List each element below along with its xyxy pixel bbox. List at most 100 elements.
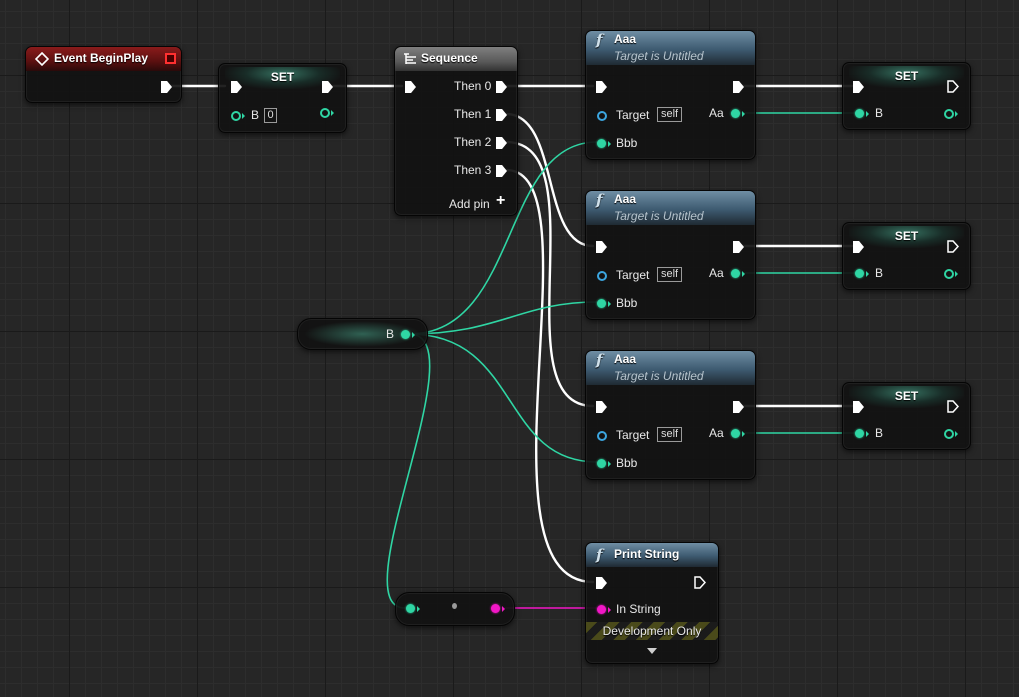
- conversion-dot-icon: [452, 603, 457, 609]
- exec-in-pin[interactable]: [596, 401, 607, 413]
- pin-arrow-icon: [866, 271, 869, 277]
- bbb-input-pin[interactable]: [597, 139, 606, 148]
- function-subtitle: Target is Untitled: [614, 49, 704, 63]
- event-beginplay-node[interactable]: Event BeginPlay: [25, 46, 182, 103]
- bbb-input-label: Bbb: [616, 296, 638, 310]
- function-subtitle: Target is Untitled: [614, 209, 704, 223]
- set-b-node[interactable]: SET B: [842, 222, 971, 290]
- then-2-label: Then 2: [454, 135, 492, 149]
- b-pin-label: B: [251, 108, 260, 122]
- bbb-input-pin[interactable]: [597, 299, 606, 308]
- pin-arrow-icon: [608, 607, 611, 613]
- then-2-pin[interactable]: [496, 137, 507, 149]
- then-3-pin[interactable]: [496, 165, 507, 177]
- target-label: Target: [616, 428, 650, 442]
- b-output-pin[interactable]: [944, 109, 954, 119]
- b-input-pin[interactable]: [855, 269, 864, 278]
- pin-arrow-icon: [608, 301, 611, 307]
- exec-wire: [504, 140, 595, 408]
- function-header: f Aaa Target is Untitled: [586, 351, 755, 385]
- get-b-variable-node[interactable]: B: [297, 318, 428, 350]
- exec-in-pin[interactable]: [596, 81, 607, 93]
- exec-in-pin[interactable]: [596, 577, 607, 589]
- in-string-pin[interactable]: [597, 605, 606, 614]
- set-b-node[interactable]: SET B 0: [218, 63, 347, 133]
- then-0-pin[interactable]: [496, 81, 507, 93]
- data-wire: [408, 301, 598, 335]
- print-string-node[interactable]: f Print String In String Development Onl…: [585, 542, 719, 664]
- b-output-pin[interactable]: [944, 429, 954, 439]
- exec-in-pin[interactable]: [853, 241, 864, 253]
- pin-arrow-icon: [417, 606, 420, 612]
- chevron-down-icon[interactable]: [646, 647, 658, 655]
- target-self-field[interactable]: self: [657, 427, 683, 442]
- target-self-field[interactable]: self: [657, 107, 683, 122]
- exec-wire: [504, 168, 595, 584]
- conversion-input-pin[interactable]: [406, 604, 415, 613]
- aa-output-pin[interactable]: [731, 269, 740, 278]
- b-output-pin[interactable]: [401, 330, 410, 339]
- exec-out-pin[interactable]: [733, 401, 744, 413]
- in-string-label: In String: [616, 602, 661, 616]
- b-value-field[interactable]: 0: [264, 108, 277, 123]
- exec-out-pin[interactable]: [947, 400, 959, 413]
- b-input-pin[interactable]: [231, 111, 241, 121]
- then-1-pin[interactable]: [496, 109, 507, 121]
- aaa-function-node[interactable]: f Aaa Target is Untitled Target self Aa …: [585, 350, 756, 480]
- exec-wire: [504, 112, 595, 248]
- exec-in-pin[interactable]: [231, 81, 242, 93]
- conversion-output-pin[interactable]: [491, 604, 500, 613]
- aa-output-pin[interactable]: [731, 429, 740, 438]
- sequence-header: Sequence: [395, 47, 517, 71]
- set-title: SET: [849, 66, 964, 88]
- add-pin-label[interactable]: Add pin: [449, 197, 490, 211]
- b-pin-label: B: [875, 266, 884, 280]
- set-b-node[interactable]: SET B: [842, 62, 971, 130]
- set-title: SET: [849, 226, 964, 248]
- pin-arrow-icon: [742, 111, 745, 117]
- int-to-string-conversion-node[interactable]: [395, 592, 515, 626]
- exec-out-pin[interactable]: [694, 576, 706, 589]
- pin-arrow-icon: [608, 141, 611, 147]
- exec-in-pin[interactable]: [405, 81, 416, 93]
- exec-out-pin[interactable]: [322, 81, 333, 93]
- aa-output-label: Aa: [709, 106, 724, 120]
- function-title: Aaa: [614, 192, 637, 206]
- target-pin[interactable]: [597, 111, 607, 121]
- aaa-function-node[interactable]: f Aaa Target is Untitled Target self Aa …: [585, 30, 756, 160]
- bbb-input-label: Bbb: [616, 456, 638, 470]
- exec-out-pin[interactable]: [947, 240, 959, 253]
- b-output-pin[interactable]: [944, 269, 954, 279]
- b-output-label: B: [386, 327, 395, 341]
- set-b-node[interactable]: SET B: [842, 382, 971, 450]
- pin-arrow-icon: [742, 271, 745, 277]
- exec-in-pin[interactable]: [853, 81, 864, 93]
- pin-arrow-icon: [955, 271, 958, 277]
- delegate-pin-icon[interactable]: [165, 53, 176, 64]
- print-string-title: Print String: [614, 547, 680, 561]
- sequence-node[interactable]: Sequence Then 0 Then 1 Then 2 Then 3 Add…: [394, 46, 518, 216]
- plus-icon[interactable]: +: [496, 192, 506, 209]
- aa-output-label: Aa: [709, 426, 724, 440]
- aa-output-pin[interactable]: [731, 109, 740, 118]
- function-icon: f: [596, 546, 603, 564]
- exec-in-pin[interactable]: [853, 401, 864, 413]
- pin-arrow-icon: [502, 606, 505, 612]
- target-self-field[interactable]: self: [657, 267, 683, 282]
- function-header: f Aaa Target is Untitled: [586, 31, 755, 65]
- target-pin[interactable]: [597, 271, 607, 281]
- bbb-input-pin[interactable]: [597, 459, 606, 468]
- exec-out-pin[interactable]: [947, 80, 959, 93]
- b-input-pin[interactable]: [855, 429, 864, 438]
- exec-out-pin[interactable]: [161, 81, 172, 93]
- then-1-label: Then 1: [454, 107, 492, 121]
- exec-out-pin[interactable]: [733, 81, 744, 93]
- exec-out-pin[interactable]: [733, 241, 744, 253]
- aaa-function-node[interactable]: f Aaa Target is Untitled Target self Aa …: [585, 190, 756, 320]
- b-input-pin[interactable]: [855, 109, 864, 118]
- target-pin[interactable]: [597, 431, 607, 441]
- pin-arrow-icon: [955, 431, 958, 437]
- aa-output-label: Aa: [709, 266, 724, 280]
- exec-in-pin[interactable]: [596, 241, 607, 253]
- b-output-pin[interactable]: [320, 108, 330, 118]
